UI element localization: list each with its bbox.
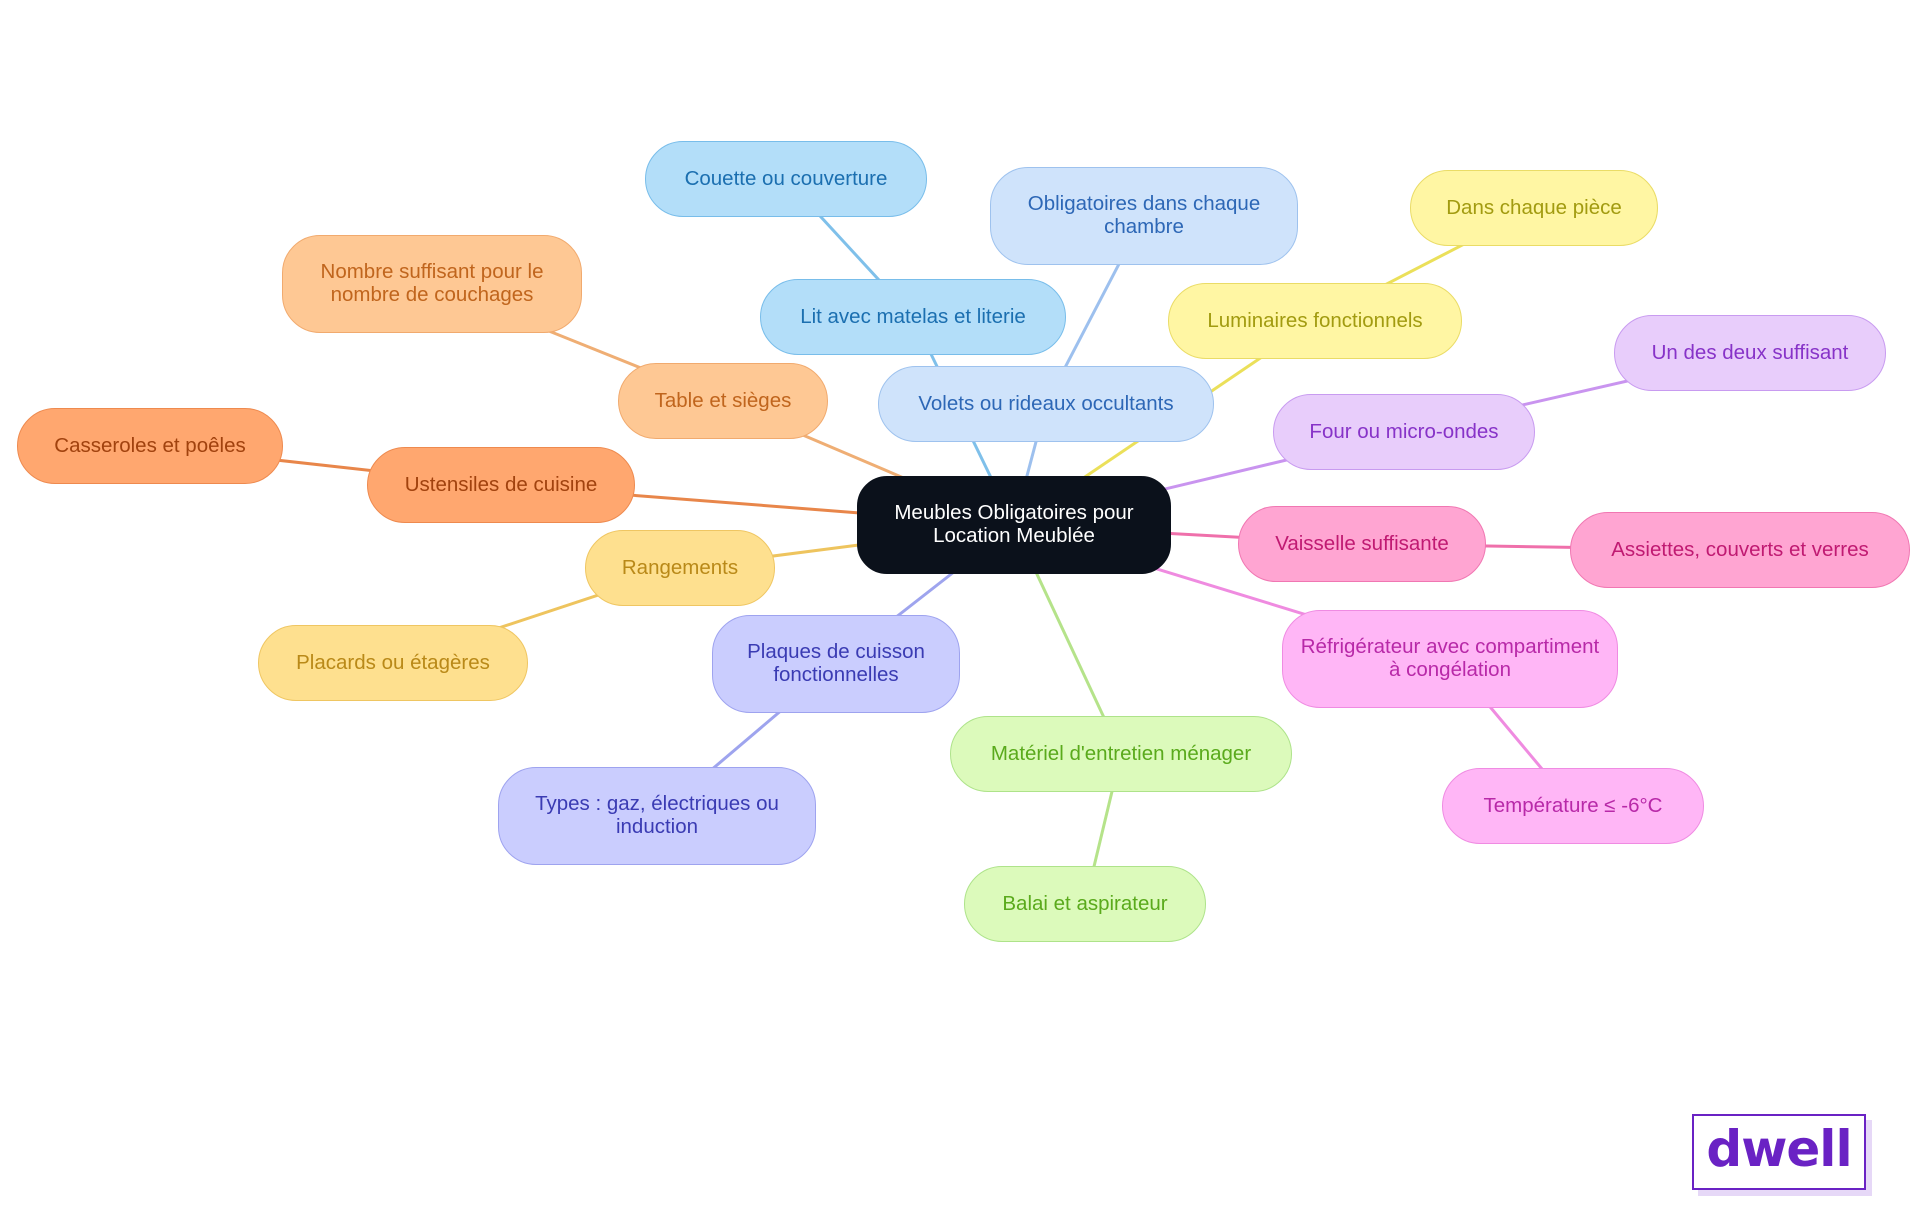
branch-node-volets: Volets ou rideaux occultants [878,366,1214,442]
branch-label: Volets ou rideaux occultants [918,391,1174,415]
branch-node-luminaires: Luminaires fonctionnels [1168,283,1462,359]
leaf-node-assiettes: Assiettes, couverts et verres [1570,512,1910,588]
leaf-label: Casseroles et poêles [54,433,246,457]
leaf-label: Placards ou étagères [296,650,490,674]
branch-label: Luminaires fonctionnels [1207,308,1423,332]
branch-label: Table et sièges [654,388,792,412]
branch-node-ustensiles: Ustensiles de cuisine [367,447,635,523]
branch-node-plaques: Plaques de cuisson fonctionnelles [712,615,960,713]
leaf-node-chaque-piece: Dans chaque pièce [1410,170,1658,246]
leaf-node-obligatoires-chambre: Obligatoires dans chaque chambre [990,167,1298,265]
dwell-logo: dwell [1692,1114,1866,1190]
branch-node-rangements: Rangements [585,530,775,606]
leaf-node-balai: Balai et aspirateur [964,866,1206,942]
leaf-label: Température ≤ -6°C [1483,793,1663,817]
branch-label: Ustensiles de cuisine [404,472,598,496]
leaf-node-casseroles: Casseroles et poêles [17,408,283,484]
leaf-node-types: Types : gaz, électriques ou induction [498,767,816,865]
leaf-node-couette: Couette ou couverture [645,141,927,217]
leaf-label: Assiettes, couverts et verres [1611,537,1869,561]
leaf-label: Types : gaz, électriques ou induction [535,792,779,838]
leaf-node-nombre-suffisant: Nombre suffisant pour le nombre de couch… [282,235,582,333]
leaf-label: Dans chaque pièce [1446,195,1622,219]
branch-node-vaisselle: Vaisselle suffisante [1238,506,1486,582]
branch-label: Réfrigérateur avec compartiment à congél… [1300,635,1600,681]
branch-node-lit: Lit avec matelas et literie [760,279,1066,355]
leaf-node-un-des-deux: Un des deux suffisant [1614,315,1886,391]
branch-label: Rangements [621,555,739,579]
logo-text: dwell [1706,1120,1852,1178]
branch-label: Plaques de cuisson fonctionnelles [747,640,925,686]
leaf-label: Obligatoires dans chaque chambre [1027,192,1261,238]
root-node-label: Meubles Obligatoires pour Location Meubl… [894,501,1134,547]
leaf-node-placards: Placards ou étagères [258,625,528,701]
branch-node-entretien: Matériel d'entretien ménager [950,716,1292,792]
branch-label: Vaisselle suffisante [1275,531,1449,555]
branch-label: Lit avec matelas et literie [800,304,1026,328]
branch-node-four: Four ou micro-ondes [1273,394,1535,470]
leaf-node-temperature: Température ≤ -6°C [1442,768,1704,844]
branch-label: Matériel d'entretien ménager [990,741,1252,765]
branch-label: Four ou micro-ondes [1309,419,1499,443]
branch-node-table: Table et sièges [618,363,828,439]
branch-node-refrigerateur: Réfrigérateur avec compartiment à congél… [1282,610,1618,708]
leaf-label: Nombre suffisant pour le nombre de couch… [320,260,544,306]
leaf-label: Balai et aspirateur [1002,891,1168,915]
root-node: Meubles Obligatoires pour Location Meubl… [857,476,1171,574]
leaf-label: Couette ou couverture [684,166,888,190]
leaf-label: Un des deux suffisant [1651,340,1849,364]
